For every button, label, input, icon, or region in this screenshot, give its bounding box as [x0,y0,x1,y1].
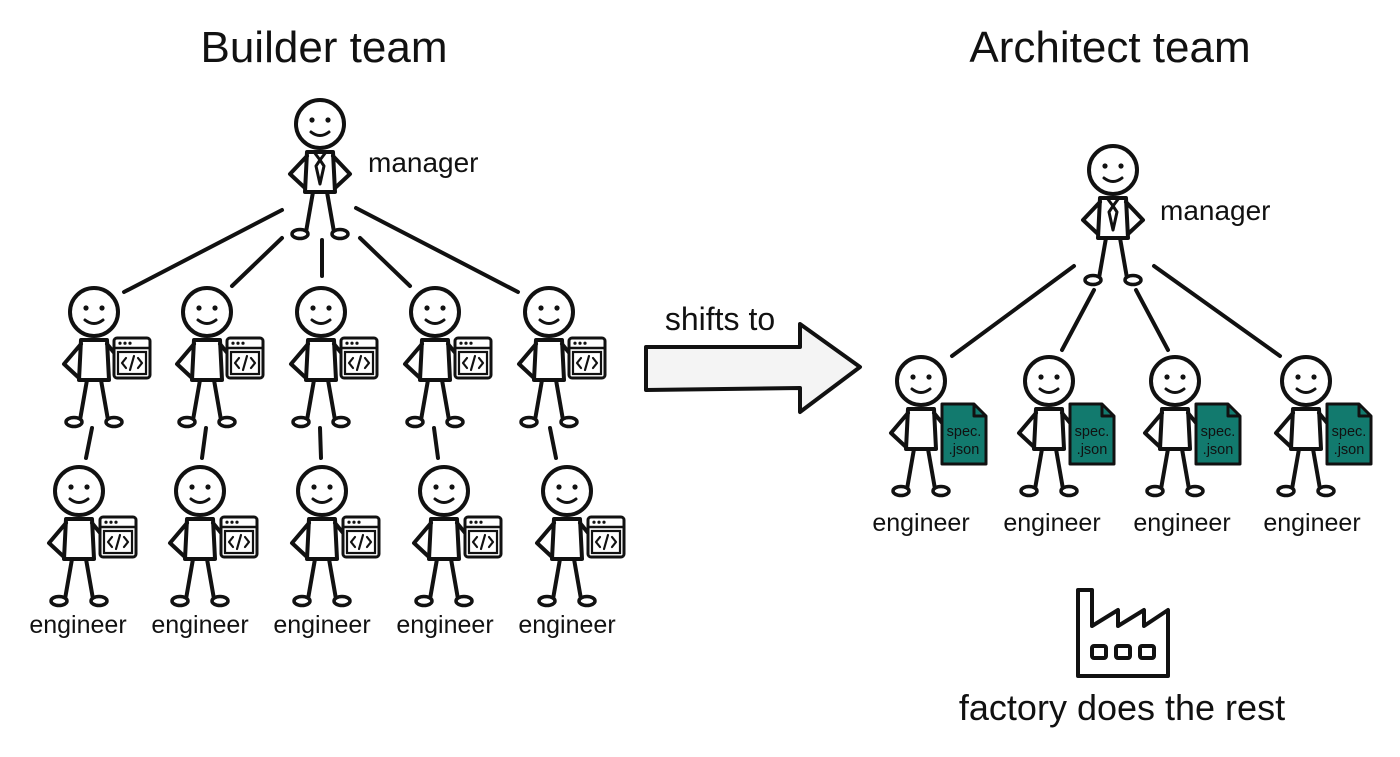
code-window-icon [463,515,503,559]
architect-engineer: spec. .json [1017,355,1116,498]
connector-line [122,208,284,294]
code-window-icon [586,515,626,559]
code-window-icon [339,336,379,380]
spec-file-icon: spec. .json [940,402,988,466]
connector-line [1152,264,1282,358]
arrow-right-icon [644,322,862,414]
builder-engineer-figure [412,465,474,608]
code-window-icon [98,515,138,559]
spec-file-text: spec. [1201,424,1236,440]
architect-engineer-figure [1274,355,1336,498]
builder-engineer-label: engineer [396,611,493,639]
spec-file-icon: spec. .json [1325,402,1373,466]
spec-file-icon: spec. .json [1068,402,1116,466]
builder-engineer-label: engineer [29,611,126,639]
architect-team-tree: manager spec. .json spec. .json spec. [872,144,1373,537]
shifts-to-label: shifts to [665,301,775,337]
architect-engineer: spec. .json [1143,355,1242,498]
code-window-icon [341,515,381,559]
architect-engineer-figure [1017,355,1079,498]
builder-manager-figure [288,98,352,241]
architect-connectors [950,264,1282,358]
code-window-icon [225,336,265,380]
architect-engineer: spec. .json [889,355,988,498]
architect-engineer-label: engineer [1263,509,1360,537]
spec-file-text: .json [1203,442,1234,458]
connector-line [548,426,558,460]
architect-engineer-label: engineer [1133,509,1230,537]
builder-manager-label: manager [368,147,479,178]
connector-line [230,236,284,288]
code-window-icon [219,515,259,559]
spec-file-text: .json [1334,442,1365,458]
architect-engineer-figure [1143,355,1205,498]
architect-engineer-label: engineer [1003,509,1100,537]
spec-file-text: .json [1077,442,1108,458]
connector-line [1060,288,1096,352]
spec-file-text: .json [949,442,980,458]
shift-transition: shifts to [644,301,862,414]
builder-connectors [84,206,558,460]
connector-line [432,426,440,460]
connector-line [200,426,208,460]
builder-engineer-figure [290,465,352,608]
factory-label: factory does the rest [959,687,1285,728]
code-window-icon [112,336,152,380]
connector-line [950,264,1076,358]
builder-engineer-figure [47,465,109,608]
connector-line [354,206,520,294]
connector-line [358,236,412,288]
builder-team-tree: manager engineer engineer engineer engin… [29,98,626,639]
builder-engineer-figure [168,465,230,608]
architect-manager-figure [1081,144,1145,287]
architect-manager-label: manager [1160,195,1271,226]
code-window-icon [453,336,493,380]
builder-team-title: Builder team [200,23,447,72]
builder-engineer-figure [535,465,597,608]
architect-engineer-figure [889,355,951,498]
builder-engineer-label: engineer [273,611,370,639]
code-window-icon [567,336,607,380]
connector-line [84,426,94,460]
connector-line [318,426,323,460]
builder-engineer-label: engineer [518,611,615,639]
connector-line [1134,288,1170,352]
spec-file-text: spec. [1332,424,1367,440]
spec-file-text: spec. [947,424,982,440]
spec-file-text: spec. [1075,424,1110,440]
architect-team-title: Architect team [969,23,1250,72]
spec-file-icon: spec. .json [1194,402,1242,466]
factory-icon [1076,588,1170,678]
architect-engineer: spec. .json [1274,355,1373,498]
architect-engineer-label: engineer [872,509,969,537]
builder-engineer-label: engineer [151,611,248,639]
